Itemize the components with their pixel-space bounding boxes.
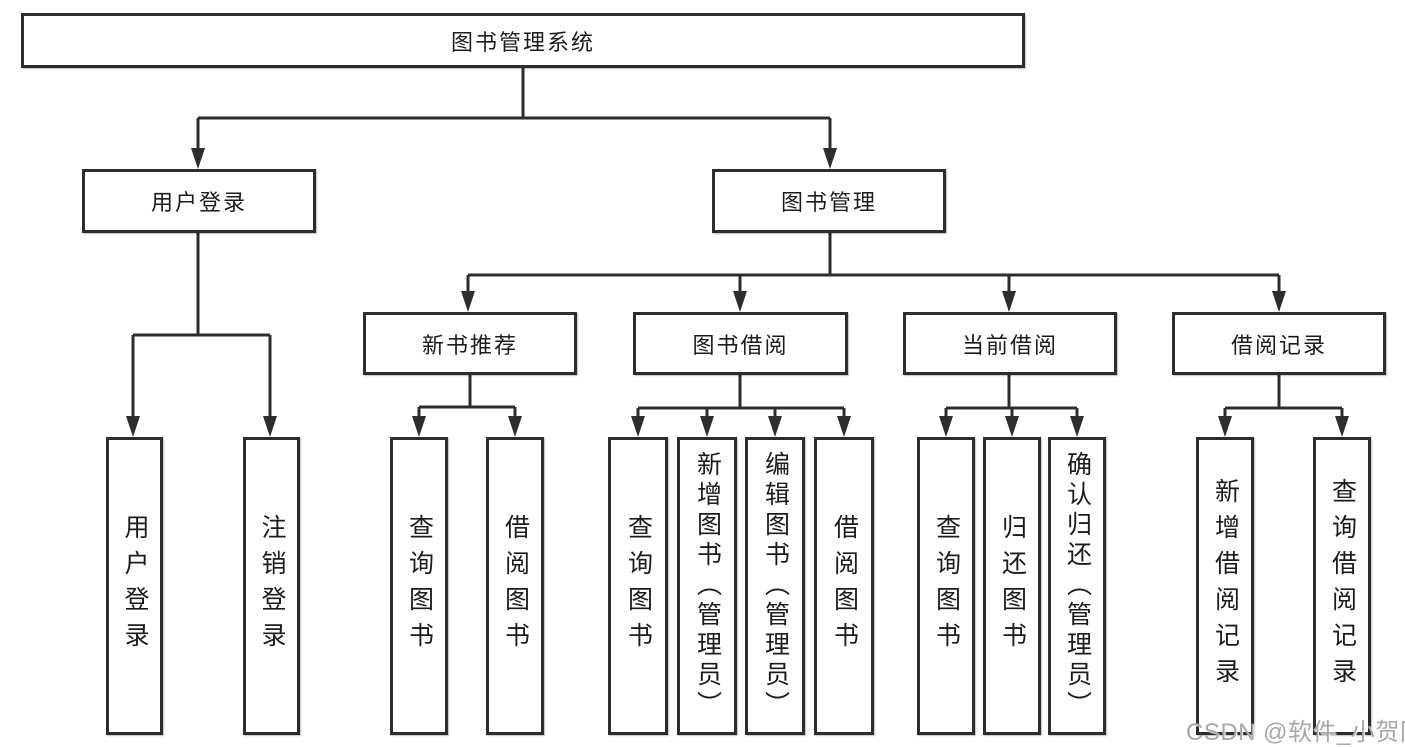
arrowhead-icon	[263, 416, 277, 437]
leaf-user-login: 用户登录	[106, 437, 163, 735]
node-user-login: 用户登录	[82, 169, 316, 233]
arrowhead-icon	[631, 416, 645, 437]
arrowhead-icon	[1002, 291, 1016, 312]
connector-records-to-leaves	[1223, 375, 1344, 420]
leaf-logout: 注销登录	[243, 437, 300, 735]
leaf-query-books-recommend: 查询图书	[390, 437, 448, 735]
connector-root-to-level2	[196, 68, 832, 151]
leaf-add-borrow-record: 新增借阅记录	[1196, 437, 1254, 735]
arrowhead-icon	[126, 416, 140, 437]
arrowhead-icon	[1005, 416, 1019, 437]
node-new-book-recommend: 新书推荐	[363, 312, 577, 375]
leaf-query-books-borrowing: 查询图书	[608, 437, 668, 735]
arrowhead-icon	[823, 148, 837, 169]
csdn-watermark: CSDN @软件_小贺同学	[1186, 719, 1405, 746]
leaf-query-borrow-record: 查询借阅记录	[1313, 437, 1371, 735]
node-book-borrowing: 图书借阅	[633, 312, 848, 375]
arrowhead-icon	[768, 416, 782, 437]
node-current-borrowing: 当前借阅	[903, 312, 1117, 375]
arrowhead-icon	[1272, 291, 1286, 312]
leaf-return-books: 归还图书	[983, 437, 1041, 735]
arrowhead-icon	[733, 291, 747, 312]
arrowhead-icon	[1335, 416, 1349, 437]
arrowhead-icon	[1070, 416, 1084, 437]
leaf-confirm-return-admin: 确认归还（管理员）	[1048, 437, 1106, 735]
connector-newrec-to-leaves	[417, 375, 517, 420]
arrowhead-icon	[508, 416, 522, 437]
leaf-query-books-current: 查询图书	[917, 437, 975, 735]
leaf-edit-books-admin: 编辑图书（管理员）	[745, 437, 805, 735]
connector-mgmt-to-level3	[466, 233, 1281, 295]
arrowhead-icon	[461, 291, 475, 312]
arrowheads	[126, 148, 1349, 437]
connector-borrow-to-leaves	[636, 375, 846, 420]
arrowhead-icon	[700, 416, 714, 437]
leaf-borrow-books-recommend: 借阅图书	[486, 437, 544, 735]
arrowhead-icon	[1218, 416, 1232, 437]
node-book-management: 图书管理	[712, 169, 946, 233]
node-borrowing-records: 借阅记录	[1172, 312, 1386, 375]
connector-current-to-leaves	[944, 375, 1079, 420]
arrowhead-icon	[191, 148, 205, 169]
leaf-add-books-admin: 新增图书（管理员）	[677, 437, 737, 735]
node-root-system: 图书管理系统	[21, 13, 1025, 68]
arrowhead-icon	[939, 416, 953, 437]
arrowhead-icon	[837, 416, 851, 437]
connector-login-to-leaves	[131, 233, 272, 420]
leaf-borrow-books: 借阅图书	[814, 437, 874, 735]
arrowhead-icon	[412, 416, 426, 437]
